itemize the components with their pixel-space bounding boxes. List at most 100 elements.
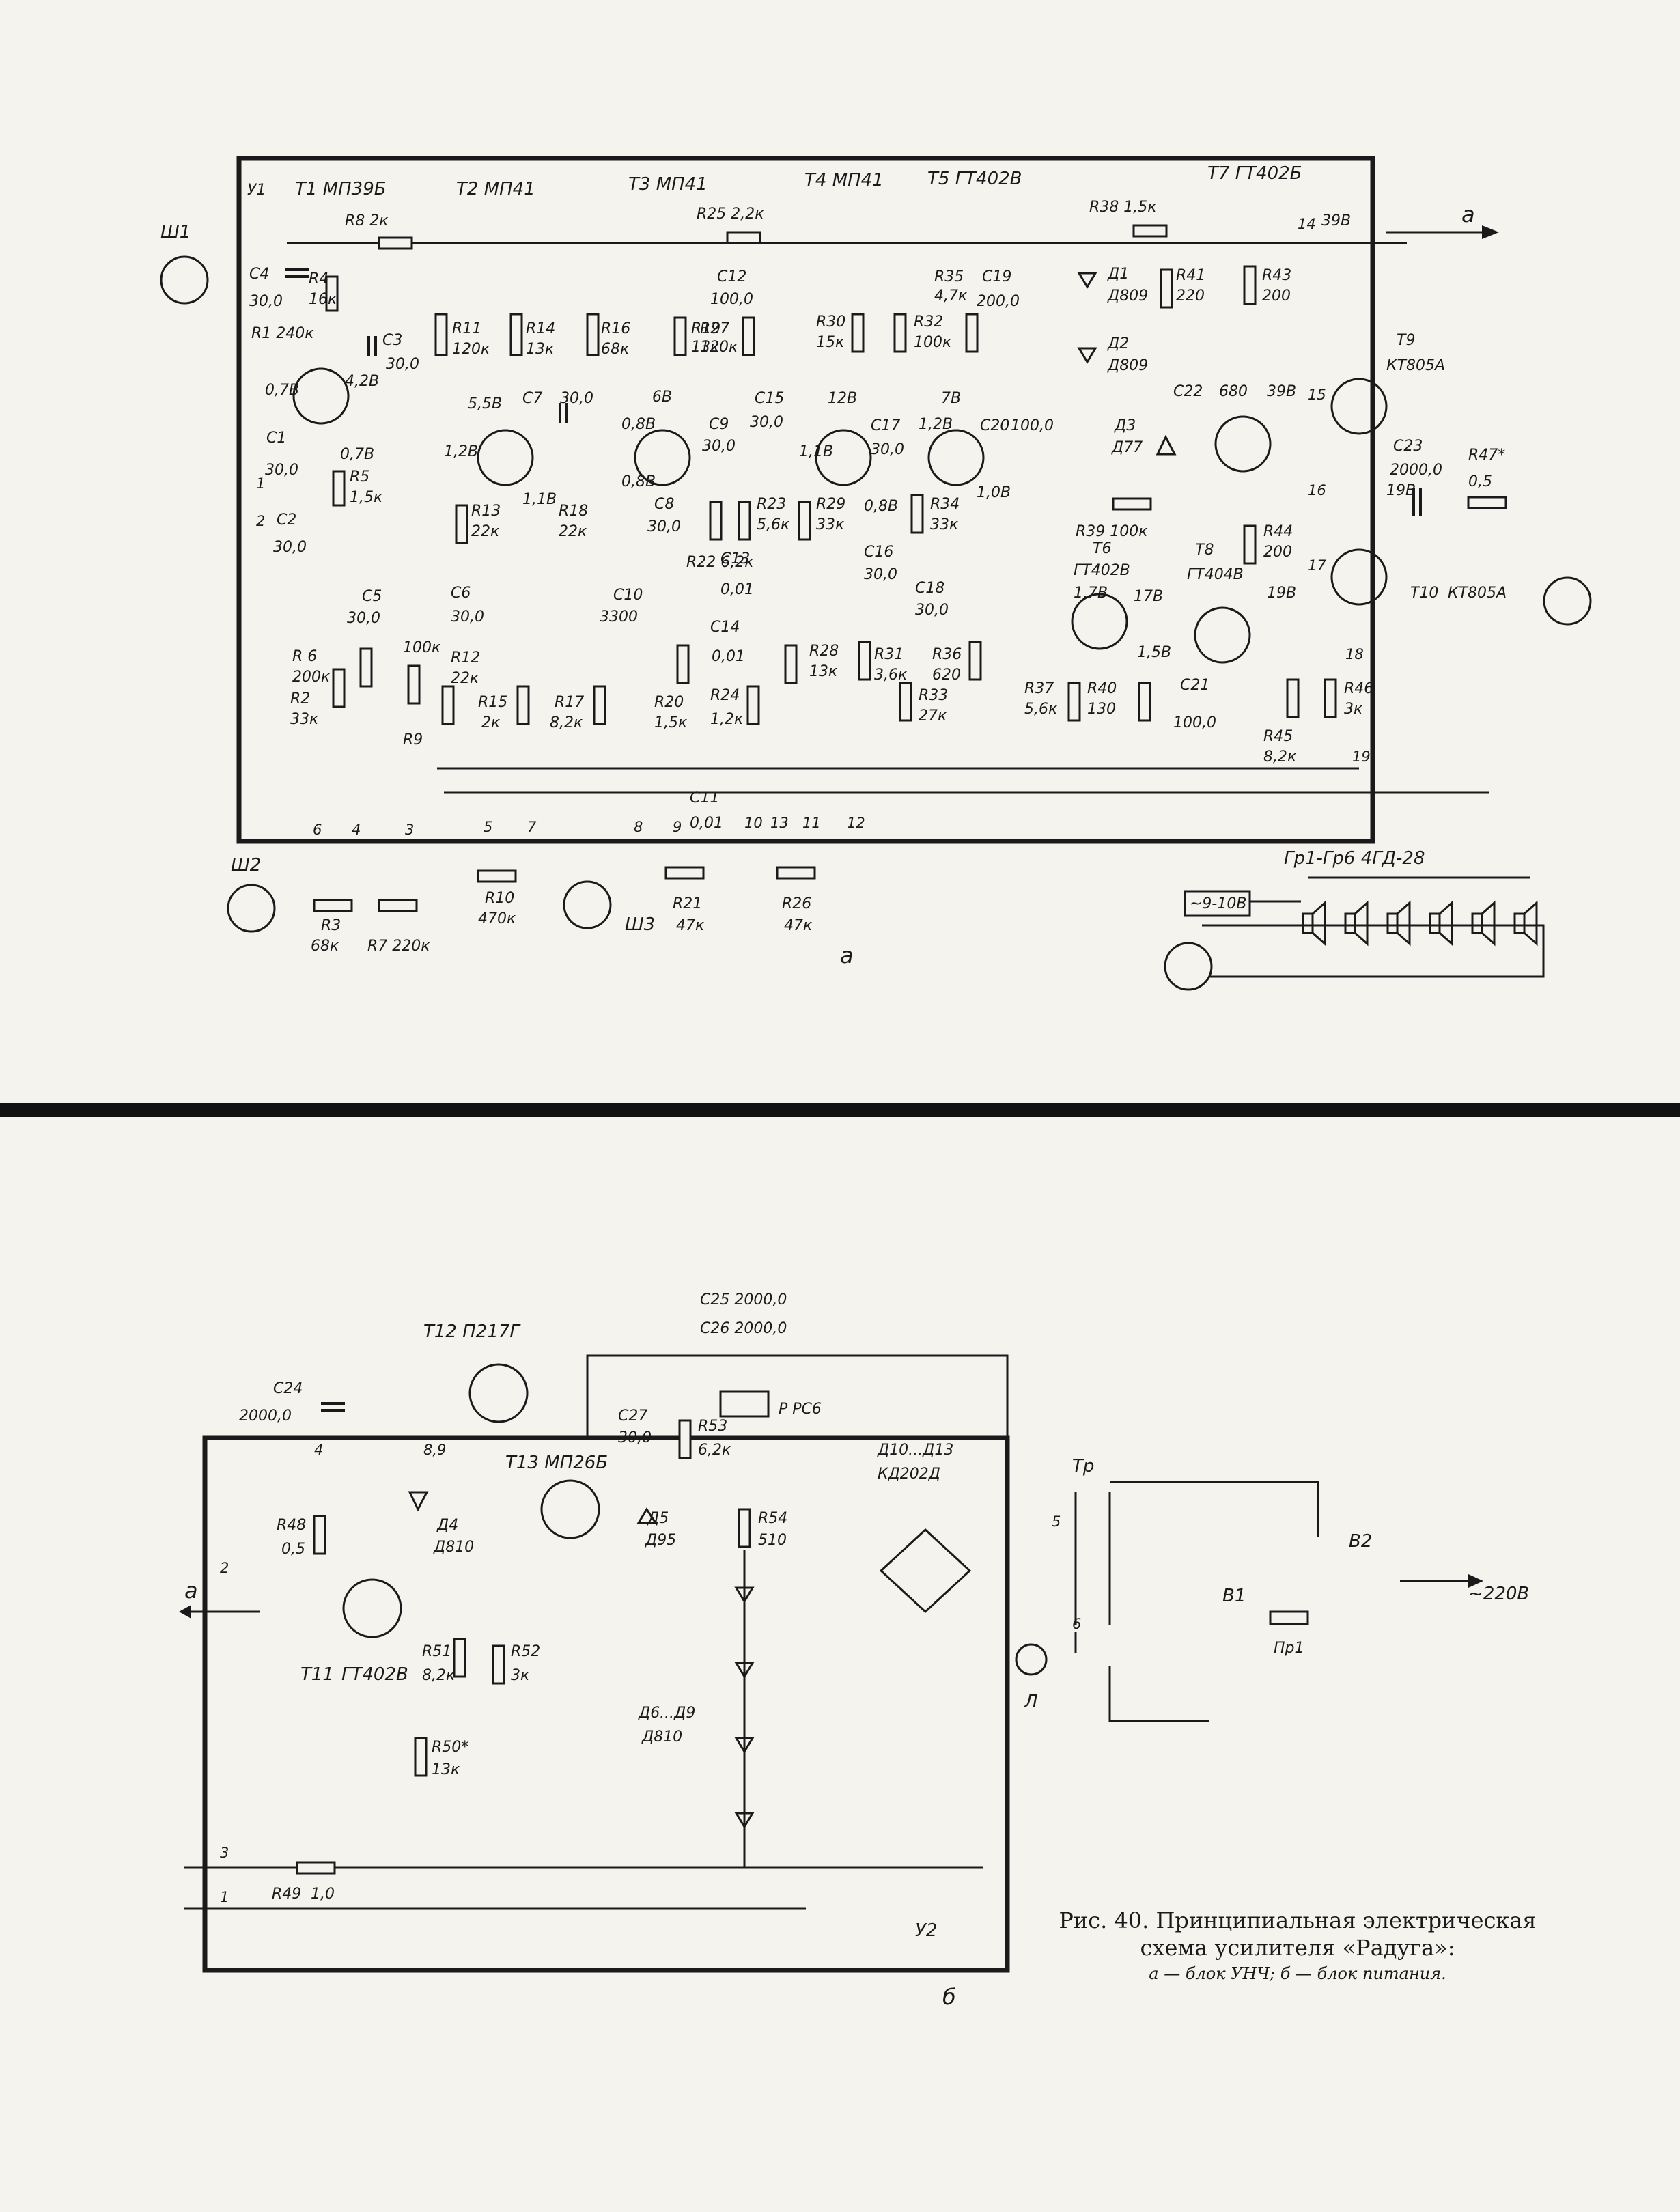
r28-val: 13к bbox=[809, 663, 838, 680]
out-label-a: а bbox=[1461, 201, 1475, 227]
term-3: 3 bbox=[405, 822, 414, 838]
b-term-89: 8,9 bbox=[423, 1442, 446, 1458]
d6-d9-chain bbox=[734, 1550, 755, 1868]
caption-line-1: Рис. 40. Принципиальная электрическая bbox=[1059, 1907, 1537, 1933]
t11-label: Т11 bbox=[300, 1664, 334, 1685]
label-a: а bbox=[840, 942, 854, 968]
v14: 1,2В bbox=[919, 416, 953, 433]
t8-symbol bbox=[1194, 606, 1251, 664]
r34-val: 33к bbox=[930, 516, 959, 533]
r23-val: 5,6к bbox=[757, 516, 790, 533]
d5-val: Д95 bbox=[645, 1532, 676, 1549]
switch2-label: В2 bbox=[1349, 1531, 1372, 1552]
c4-label: С4 bbox=[249, 266, 269, 283]
r6-val: 200к bbox=[292, 669, 331, 686]
t11-type: ГТ402В bbox=[341, 1664, 408, 1685]
r24 bbox=[746, 685, 760, 725]
d6-d9-val: Д810 bbox=[641, 1728, 682, 1746]
c16-val: 30,0 bbox=[864, 566, 897, 583]
figure-caption: Рис. 40. Принципиальная электрическая сх… bbox=[1052, 1907, 1543, 1961]
r51-val: 8,2к bbox=[422, 1667, 456, 1684]
r5-val: 1,5к bbox=[350, 489, 383, 506]
r29-val: 33к bbox=[816, 516, 845, 533]
r38 bbox=[1132, 224, 1168, 238]
r33 bbox=[899, 682, 912, 722]
term-7: 7 bbox=[527, 819, 537, 835]
t10-label: Т10 bbox=[1410, 585, 1438, 602]
v17: 19В bbox=[1386, 482, 1416, 499]
r35 bbox=[965, 313, 979, 353]
v20: 17В bbox=[1134, 588, 1163, 605]
d4-val: Д810 bbox=[433, 1539, 474, 1556]
sh3-label: Ш3 bbox=[625, 914, 655, 935]
r53-val: 6,2к bbox=[698, 1442, 731, 1459]
r7 bbox=[378, 899, 418, 912]
t6-label: Т6 bbox=[1093, 540, 1111, 557]
c23-val: 2000,0 bbox=[1390, 462, 1442, 479]
r27 bbox=[742, 316, 755, 356]
sh2-label: Ш2 bbox=[231, 855, 261, 876]
r39-label: R39 100к bbox=[1076, 523, 1148, 540]
sh3-symbol bbox=[563, 880, 612, 929]
r41-label: R41 bbox=[1176, 267, 1205, 284]
transformer-windings bbox=[1074, 1481, 1319, 1722]
b-term-5: 5 bbox=[1052, 1513, 1061, 1530]
t12-label: Т12 П217Г bbox=[423, 1321, 521, 1342]
t11-symbol bbox=[342, 1578, 402, 1638]
r24-label: R24 bbox=[710, 687, 740, 704]
d4-label: Д4 bbox=[436, 1517, 458, 1534]
d5-label: Д5 bbox=[647, 1510, 669, 1527]
c20-label: С20 bbox=[980, 417, 1009, 434]
r2-label: R2 bbox=[290, 690, 310, 708]
v22: 39В bbox=[1321, 212, 1351, 229]
r12 bbox=[441, 685, 455, 725]
v16: 39В bbox=[1267, 383, 1296, 400]
r5 bbox=[332, 470, 346, 507]
fuse bbox=[1269, 1610, 1309, 1625]
r23 bbox=[738, 501, 751, 541]
r48-label: R48 bbox=[277, 1517, 306, 1534]
c26-label: С26 2000,0 bbox=[700, 1320, 787, 1337]
c19-label: С19 bbox=[982, 268, 1011, 285]
r4-label: R4 bbox=[309, 270, 328, 288]
term-18: 18 bbox=[1345, 646, 1364, 662]
r31-val: 3,6к bbox=[874, 667, 908, 684]
r9-label: R9 bbox=[403, 731, 423, 748]
r50-label: R50* bbox=[432, 1739, 468, 1756]
r48 bbox=[313, 1515, 326, 1555]
r12-val: 22к bbox=[451, 670, 479, 687]
input-arrow bbox=[179, 1605, 191, 1619]
r18-val: 22к bbox=[559, 523, 587, 540]
c4-val: 30,0 bbox=[249, 293, 283, 310]
c14-label: С14 bbox=[710, 619, 740, 636]
t10-type: КТ805А bbox=[1448, 585, 1507, 602]
r3-label: R3 bbox=[321, 917, 341, 934]
r17-label: R17 bbox=[555, 694, 584, 711]
r11-label: R11 bbox=[452, 320, 481, 337]
r34 bbox=[910, 494, 924, 534]
v1: 0,7В bbox=[265, 382, 299, 399]
term-14: 14 bbox=[1298, 216, 1316, 232]
d1-val: Д809 bbox=[1107, 288, 1148, 305]
c27-val: 30,0 bbox=[618, 1429, 652, 1446]
r15 bbox=[516, 685, 530, 725]
r32-label: R32 bbox=[914, 313, 943, 331]
fuse-label: Пр1 bbox=[1274, 1640, 1304, 1657]
lamp-label: Л bbox=[1024, 1692, 1038, 1712]
r36 bbox=[968, 641, 982, 681]
in-label-a: а bbox=[184, 1578, 198, 1604]
t9-label: Т9 bbox=[1397, 332, 1415, 349]
page-separator bbox=[0, 1103, 1680, 1117]
r47-val: 0,5 bbox=[1468, 473, 1492, 490]
r45-label: R45 bbox=[1263, 728, 1293, 745]
c24-label: С24 bbox=[273, 1380, 303, 1397]
t5-label: Т5 ГТ402В bbox=[927, 169, 1022, 189]
r34-label: R34 bbox=[930, 496, 960, 513]
c17-label: С17 bbox=[871, 417, 900, 434]
r23-label: R23 bbox=[757, 496, 786, 513]
r29 bbox=[798, 501, 811, 541]
term-19: 19 bbox=[1352, 748, 1371, 765]
d2-label: Д2 bbox=[1107, 335, 1129, 352]
t1-label: Т1 МП39Б bbox=[295, 179, 387, 199]
c15-label: С15 bbox=[755, 390, 784, 407]
